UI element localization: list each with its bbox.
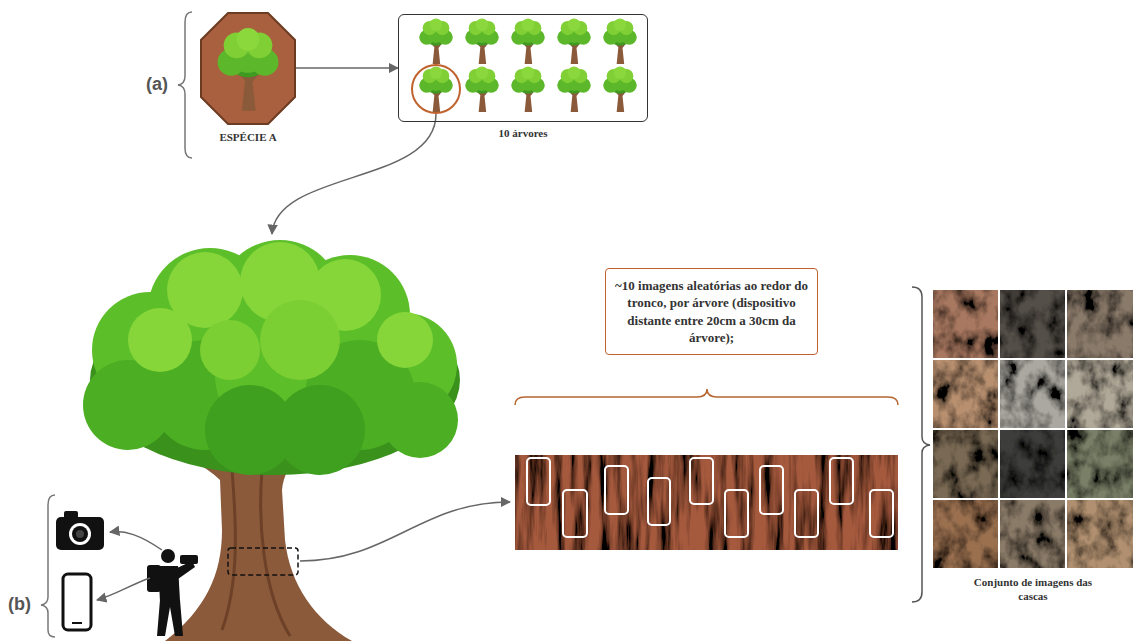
tree-row-icons	[412, 18, 637, 113]
panel-label: (b)	[8, 594, 31, 615]
callout-box: ~10 imagens aleatórias ao redor do tronc…	[605, 268, 818, 355]
octagon-outline	[200, 12, 296, 125]
panel-label: (a)	[146, 74, 168, 95]
selection-arrow	[272, 114, 436, 234]
zoom-arrow	[300, 502, 510, 561]
callout-text: ~10 imagens aleatórias ao redor do tronc…	[614, 277, 809, 346]
species-octagon: ESPÉCIE A	[200, 12, 296, 125]
node-caption: ESPÉCIE A	[219, 130, 276, 144]
camera-icon	[56, 511, 104, 550]
node-caption: 10 árvores	[499, 126, 548, 140]
connector-arrow	[296, 67, 398, 69]
photographer	[97, 532, 198, 636]
bracket-a	[178, 12, 192, 158]
node-caption: Conjunto de imagens das cascas	[968, 575, 1098, 604]
bark-strip	[515, 455, 898, 550]
bark-image-set: Conjunto de imagens das cascas	[933, 290, 1133, 570]
bracket-b	[41, 495, 55, 637]
big-tree	[83, 240, 460, 641]
bark-image-grid	[933, 290, 1133, 568]
tree-group-box: 10 árvores	[398, 14, 648, 122]
phone-icon	[63, 574, 91, 630]
strip-bracket	[515, 389, 898, 405]
set-bracket	[912, 287, 930, 602]
